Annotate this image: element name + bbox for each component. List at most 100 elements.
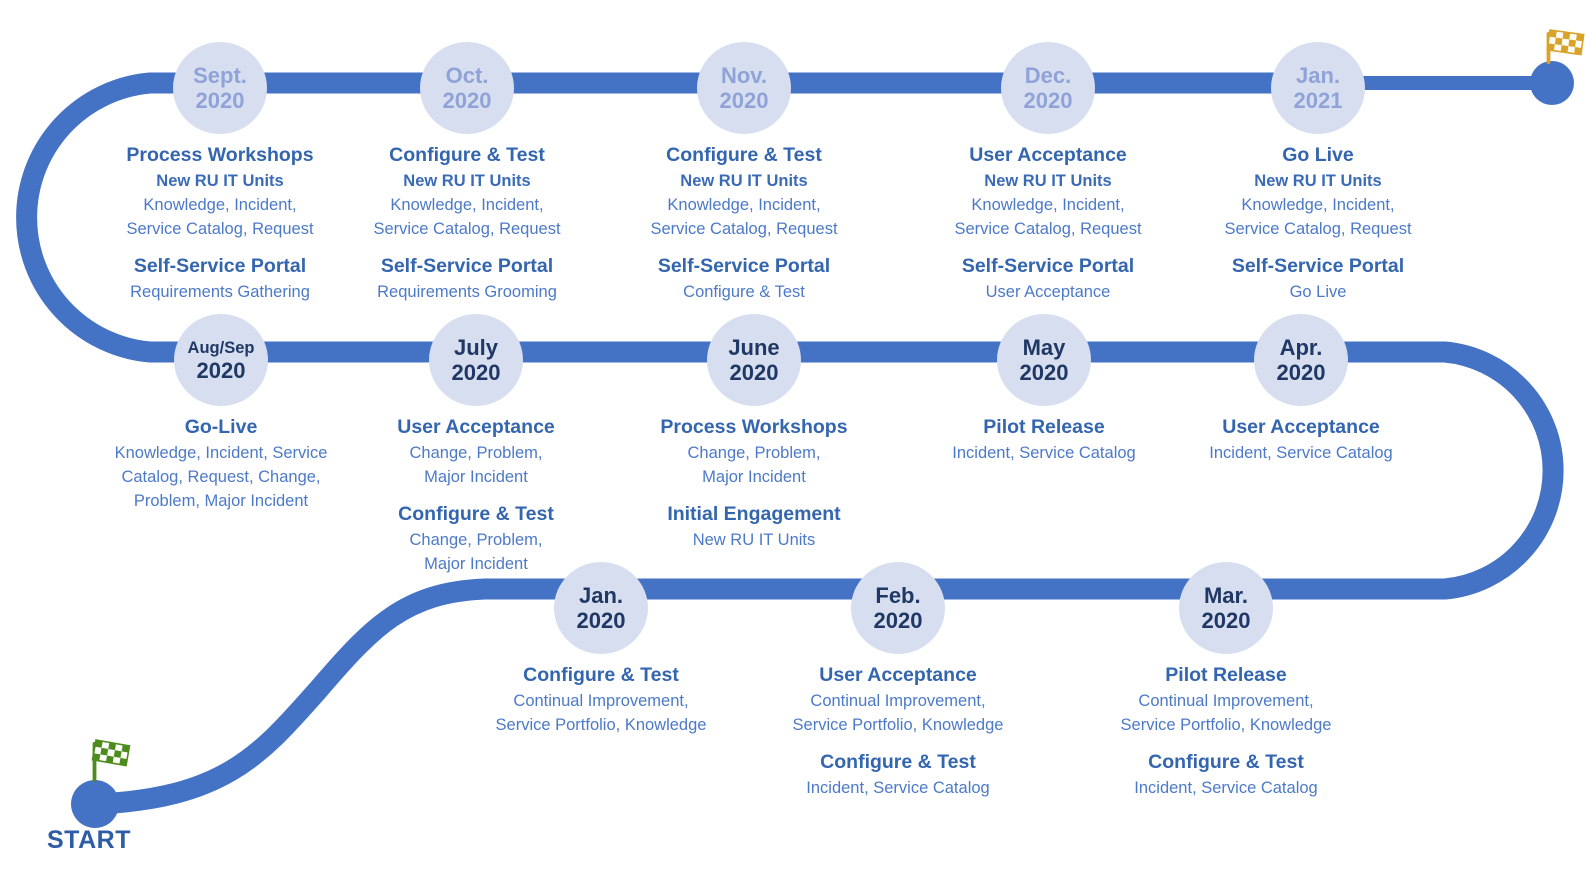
month-label: Mar. xyxy=(1203,583,1249,608)
milestone-details: Configure & Test New RU IT Units Knowled… xyxy=(604,142,884,304)
phase-title: Self-Service Portal xyxy=(657,255,831,277)
phase-block: Configure & Test New RU IT Units Knowled… xyxy=(327,142,607,241)
milestone-details: User Acceptance New RU IT Units Knowledg… xyxy=(908,142,1188,304)
month-circle: Sept. 2020 xyxy=(173,42,267,134)
phase-scope-line: Change, Problem, xyxy=(687,444,821,462)
phase-block: Initial Engagement New RU IT Units xyxy=(614,501,894,552)
phase-block: Self-Service Portal Go Live xyxy=(1178,253,1458,304)
month-circle: July 2020 xyxy=(429,314,523,406)
month-circle: Jan. 2020 xyxy=(554,562,648,654)
month-label: Jan. xyxy=(578,583,624,608)
phase-scope-line: Requirements Grooming xyxy=(377,283,557,301)
phase-title: Initial Engagement xyxy=(667,503,841,525)
phase-block: Configure & Test Continual Improvement, … xyxy=(461,662,741,737)
phase-block: User Acceptance Change, Problem, Major I… xyxy=(336,414,616,489)
month-circle: Apr. 2020 xyxy=(1254,314,1348,406)
phase-scope-line: Service Catalog, Request xyxy=(1224,220,1412,238)
phase-scope-line: User Acceptance xyxy=(985,283,1111,301)
phase-scope-line: Service Catalog, Request xyxy=(954,220,1142,238)
phase-scope-line: Go Live xyxy=(1289,283,1347,301)
milestone-sept-2020: Sept. 2020 Process Workshops New RU IT U… xyxy=(80,42,360,304)
year-label: 2020 xyxy=(873,608,923,633)
milestone-details: Pilot Release Incident, Service Catalog xyxy=(904,414,1184,465)
phase-block: Go Live New RU IT Units Knowledge, Incid… xyxy=(1178,142,1458,241)
milestone-mar-2020: Mar. 2020 Pilot Release Continual Improv… xyxy=(1086,562,1366,800)
start-flag-icon xyxy=(91,739,131,782)
month-circle: Jan. 2021 xyxy=(1271,42,1365,134)
phase-title: Self-Service Portal xyxy=(1231,255,1405,277)
month-label: Jan. xyxy=(1295,63,1341,88)
phase-title: User Acceptance xyxy=(1222,416,1380,438)
phase-title: Configure & Test xyxy=(523,664,679,686)
finish-flag-icon xyxy=(1546,29,1585,64)
phase-scope-line: Service Portfolio, Knowledge xyxy=(792,716,1004,734)
phase-block: Configure & Test Change, Problem, Major … xyxy=(336,501,616,576)
milestone-dec-2020: Dec. 2020 User Acceptance New RU IT Unit… xyxy=(908,42,1188,304)
phase-scope-line: Incident, Service Catalog xyxy=(806,779,990,797)
phase-block: Self-Service Portal Requirements Groomin… xyxy=(327,253,607,304)
milestone-may-2020: May 2020 Pilot Release Incident, Service… xyxy=(904,314,1184,465)
phase-block: Pilot Release Incident, Service Catalog xyxy=(904,414,1184,465)
phase-block: Self-Service Portal User Acceptance xyxy=(908,253,1188,304)
phase-block: Process Workshops New RU IT Units Knowle… xyxy=(80,142,360,241)
month-label: Nov. xyxy=(720,63,768,88)
milestone-details: Configure & Test Continual Improvement, … xyxy=(461,662,741,737)
phase-scope-line: Change, Problem, xyxy=(409,444,543,462)
phase-scope-line: Knowledge, Incident, Service xyxy=(114,444,328,462)
phase-block: Configure & Test Incident, Service Catal… xyxy=(758,749,1038,800)
year-label: 2020 xyxy=(729,360,779,385)
milestone-details: Process Workshops New RU IT Units Knowle… xyxy=(80,142,360,304)
phase-scope-line: Continual Improvement, xyxy=(1138,692,1314,710)
year-label: 2020 xyxy=(576,608,626,633)
phase-subtitle: New RU IT Units xyxy=(680,172,808,190)
phase-scope-line: Knowledge, Incident, xyxy=(1241,196,1395,214)
phase-scope-line: Continual Improvement, xyxy=(513,692,689,710)
phase-scope-line: Service Catalog, Request xyxy=(373,220,561,238)
phase-subtitle: New RU IT Units xyxy=(1254,172,1382,190)
phase-title: Pilot Release xyxy=(983,416,1105,438)
month-circle: Dec. 2020 xyxy=(1001,42,1095,134)
phase-scope-line: Major Incident xyxy=(424,468,528,486)
month-circle: June 2020 xyxy=(707,314,801,406)
milestone-oct-2020: Oct. 2020 Configure & Test New RU IT Uni… xyxy=(327,42,607,304)
month-label: May xyxy=(1022,335,1066,360)
phase-block: Pilot Release Continual Improvement, Ser… xyxy=(1086,662,1366,737)
phase-title: Go Live xyxy=(1282,144,1354,166)
phase-scope-line: Major Incident xyxy=(424,555,528,573)
year-label: 2020 xyxy=(1023,88,1073,113)
phase-title: User Acceptance xyxy=(969,144,1127,166)
milestone-details: User Acceptance Continual Improvement, S… xyxy=(758,662,1038,800)
milestone-feb-2020: Feb. 2020 User Acceptance Continual Impr… xyxy=(758,562,1038,800)
phase-scope-line: Requirements Gathering xyxy=(130,283,310,301)
month-circle: May 2020 xyxy=(997,314,1091,406)
milestone-nov-2020: Nov. 2020 Configure & Test New RU IT Uni… xyxy=(604,42,884,304)
year-label: 2020 xyxy=(719,88,769,113)
month-label: July xyxy=(453,335,499,360)
phase-block: User Acceptance Incident, Service Catalo… xyxy=(1161,414,1441,465)
phase-block: Process Workshops Change, Problem, Major… xyxy=(614,414,894,489)
phase-scope-line: Problem, Major Incident xyxy=(133,492,309,510)
phase-scope-line: Continual Improvement, xyxy=(810,692,986,710)
phase-title: Configure & Test xyxy=(666,144,822,166)
phase-scope-line: Service Catalog, Request xyxy=(126,220,314,238)
year-label: 2020 xyxy=(195,88,245,113)
phase-scope-line: New RU IT Units xyxy=(692,531,816,549)
milestone-details: Process Workshops Change, Problem, Major… xyxy=(614,414,894,552)
phase-block: Configure & Test Incident, Service Catal… xyxy=(1086,749,1366,800)
phase-title: Configure & Test xyxy=(1148,751,1304,773)
phase-block: User Acceptance New RU IT Units Knowledg… xyxy=(908,142,1188,241)
month-label: Dec. xyxy=(1024,63,1072,88)
milestone-jan-2021: Jan. 2021 Go Live New RU IT Units Knowle… xyxy=(1178,42,1458,304)
milestone-details: Go Live New RU IT Units Knowledge, Incid… xyxy=(1178,142,1458,304)
phase-title: Process Workshops xyxy=(660,416,848,438)
month-circle: Oct. 2020 xyxy=(420,42,514,134)
month-label: Oct. xyxy=(445,63,489,88)
phase-scope-line: Knowledge, Incident, xyxy=(390,196,544,214)
milestone-details: Configure & Test New RU IT Units Knowled… xyxy=(327,142,607,304)
start-dot xyxy=(71,780,119,828)
phase-title: Configure & Test xyxy=(820,751,976,773)
milestone-apr-2020: Apr. 2020 User Acceptance Incident, Serv… xyxy=(1161,314,1441,465)
month-circle: Aug/Sep 2020 xyxy=(174,314,268,406)
month-label: Aug/Sep xyxy=(187,338,255,357)
